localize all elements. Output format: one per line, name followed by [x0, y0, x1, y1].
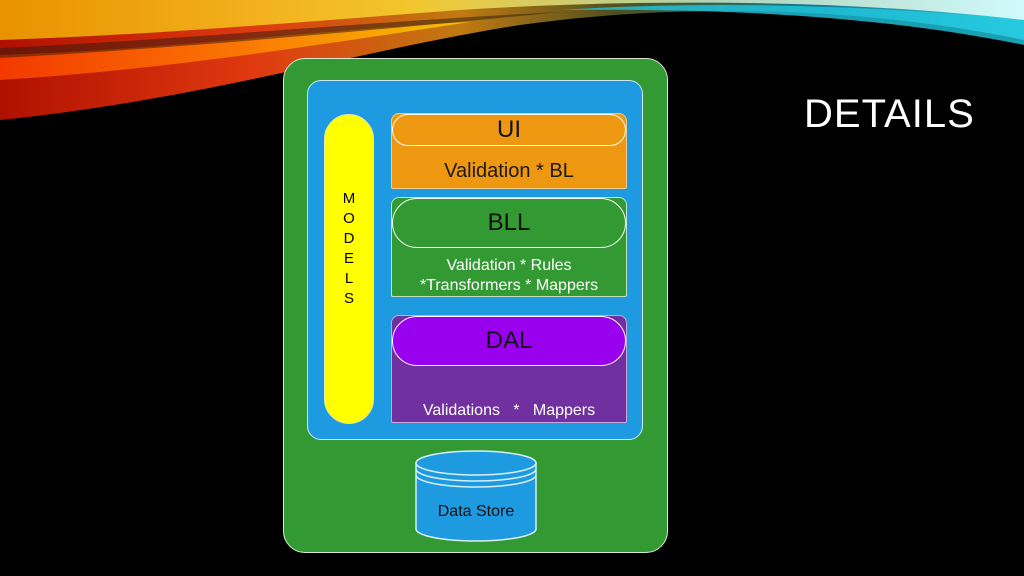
models-letter: D: [343, 230, 355, 247]
bll-layer-details: Validation * Rules *Transformers * Mappe…: [392, 256, 626, 296]
dal-layer-details: Validations * Mappers: [422, 402, 596, 419]
ui-layer: UI Validation * BL: [391, 113, 627, 189]
dal-layer: DAL Validations * Mappers: [391, 315, 627, 423]
ui-layer-details: Validation * BL: [444, 160, 574, 182]
bll-detail-line: Validation * Rules: [446, 257, 572, 274]
data-store-cylinder-icon: [415, 450, 537, 542]
swoosh-band-yellow: [0, 0, 1024, 40]
cylinder-top: [415, 450, 537, 476]
decorative-swoosh: [0, 0, 1024, 120]
bll-layer-title: BLL: [392, 198, 626, 248]
bll-layer: BLL Validation * Rules *Transformers * M…: [391, 197, 627, 297]
swoosh-dark-stripe: [0, 12, 560, 58]
cylinder-ring: [415, 468, 537, 482]
dal-layer-title: DAL: [392, 316, 626, 366]
models-letter: E: [343, 250, 354, 267]
models-letter: S: [343, 290, 354, 307]
models-letter: L: [344, 270, 354, 287]
models-bar: M O D E L S: [324, 114, 374, 424]
models-letter: M: [342, 190, 356, 207]
swoosh-cyan-tail: [560, 5, 1024, 45]
ui-layer-title: UI: [392, 114, 626, 146]
models-label: M O D E L S: [343, 189, 356, 309]
swoosh-band-orange: [0, 22, 470, 80]
cylinder-body: [415, 462, 537, 542]
cylinder-ring: [415, 474, 537, 488]
bll-detail-line: *Transformers * Mappers: [419, 277, 599, 294]
swoosh-band-red: [0, 0, 1024, 120]
data-store-label: Data Store: [437, 503, 515, 520]
slide-title: DETAILS: [804, 92, 975, 136]
models-letter: O: [343, 210, 355, 227]
